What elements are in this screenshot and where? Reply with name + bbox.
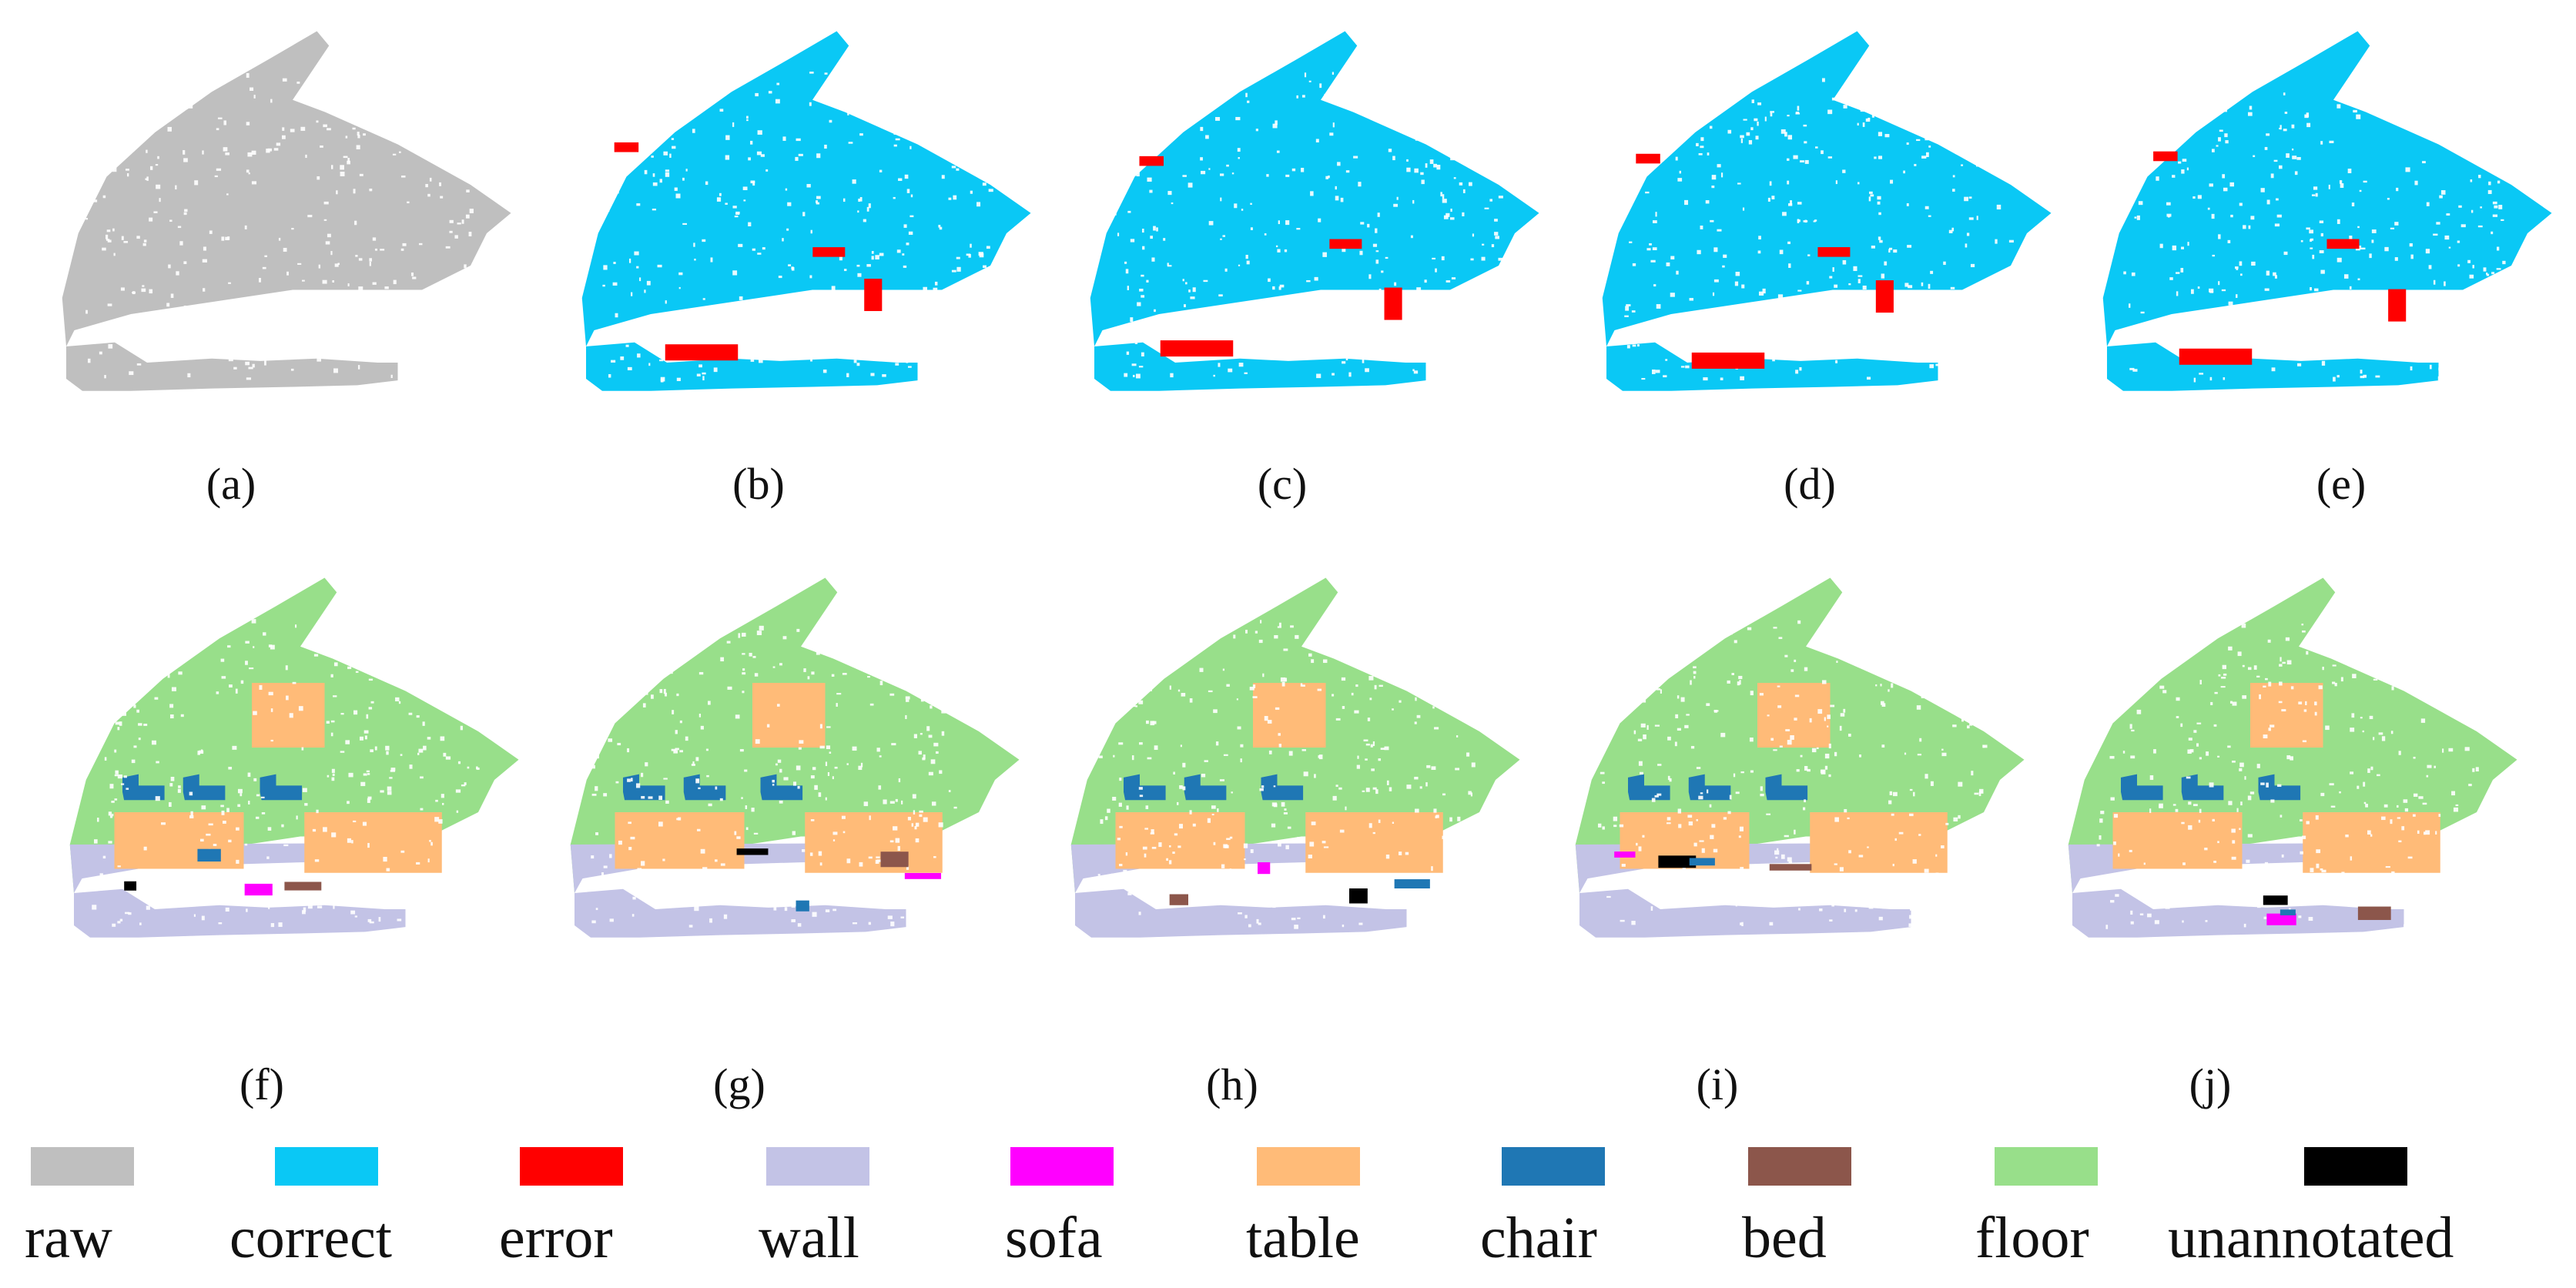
legend-swatch-floor bbox=[1995, 1147, 2098, 1186]
legend-label-chair: chair bbox=[1480, 1206, 1597, 1270]
caption-e: (e) bbox=[2316, 459, 2367, 509]
legend-label-unannotated: unannotated bbox=[2168, 1206, 2454, 1270]
legend-label-table: table bbox=[1246, 1206, 1360, 1270]
legend-swatch-unannotated bbox=[2304, 1147, 2407, 1186]
panel-h bbox=[1047, 562, 1540, 1039]
panel-i-pointcloud bbox=[1575, 577, 2025, 938]
legend-label-correct: correct bbox=[229, 1206, 392, 1270]
panel-g bbox=[547, 562, 1040, 1039]
caption-j: (j) bbox=[2189, 1059, 2232, 1109]
panel-i bbox=[1552, 562, 2045, 1039]
panel-b-pointcloud bbox=[581, 31, 1031, 391]
caption-b: (b) bbox=[732, 459, 785, 509]
legend-swatch-correct bbox=[275, 1147, 378, 1186]
panel-c bbox=[1067, 15, 1559, 493]
legend-swatch-bed bbox=[1748, 1147, 1851, 1186]
caption-a: (a) bbox=[206, 459, 256, 509]
panel-a-pointcloud bbox=[62, 31, 511, 391]
panel-b bbox=[558, 15, 1051, 493]
legend-label-raw: raw bbox=[25, 1206, 112, 1270]
caption-c: (c) bbox=[1257, 459, 1308, 509]
panel-j-pointcloud bbox=[2068, 577, 2517, 938]
panel-f-pointcloud bbox=[69, 577, 519, 938]
panel-g-pointcloud bbox=[570, 577, 1020, 938]
legend-swatch-raw bbox=[31, 1147, 134, 1186]
panel-c-pointcloud bbox=[1090, 31, 1539, 391]
legend-label-error: error bbox=[499, 1206, 613, 1270]
panel-d bbox=[1579, 15, 2072, 493]
caption-g: (g) bbox=[713, 1059, 765, 1109]
caption-d: (d) bbox=[1784, 459, 1836, 509]
legend-label-bed: bed bbox=[1742, 1206, 1827, 1270]
caption-f: (f) bbox=[240, 1059, 284, 1109]
legend-label-wall: wall bbox=[759, 1206, 859, 1270]
legend-swatch-chair bbox=[1502, 1147, 1605, 1186]
panel-d-pointcloud bbox=[1602, 31, 2052, 391]
caption-h: (h) bbox=[1206, 1059, 1258, 1109]
panel-e bbox=[2079, 15, 2572, 493]
legend-label-floor: floor bbox=[1975, 1206, 2089, 1270]
panel-j bbox=[2045, 562, 2537, 1039]
panel-e-pointcloud bbox=[2102, 31, 2552, 391]
legend-swatch-wall bbox=[766, 1147, 869, 1186]
legend-label-sofa: sofa bbox=[1005, 1206, 1103, 1270]
legend-swatch-error bbox=[520, 1147, 623, 1186]
caption-i: (i) bbox=[1696, 1059, 1739, 1109]
legend-swatch-sofa bbox=[1010, 1147, 1114, 1186]
panel-h-pointcloud bbox=[1070, 577, 1520, 938]
panel-a bbox=[39, 15, 531, 493]
legend-swatch-table bbox=[1257, 1147, 1360, 1186]
panel-f bbox=[46, 562, 539, 1039]
